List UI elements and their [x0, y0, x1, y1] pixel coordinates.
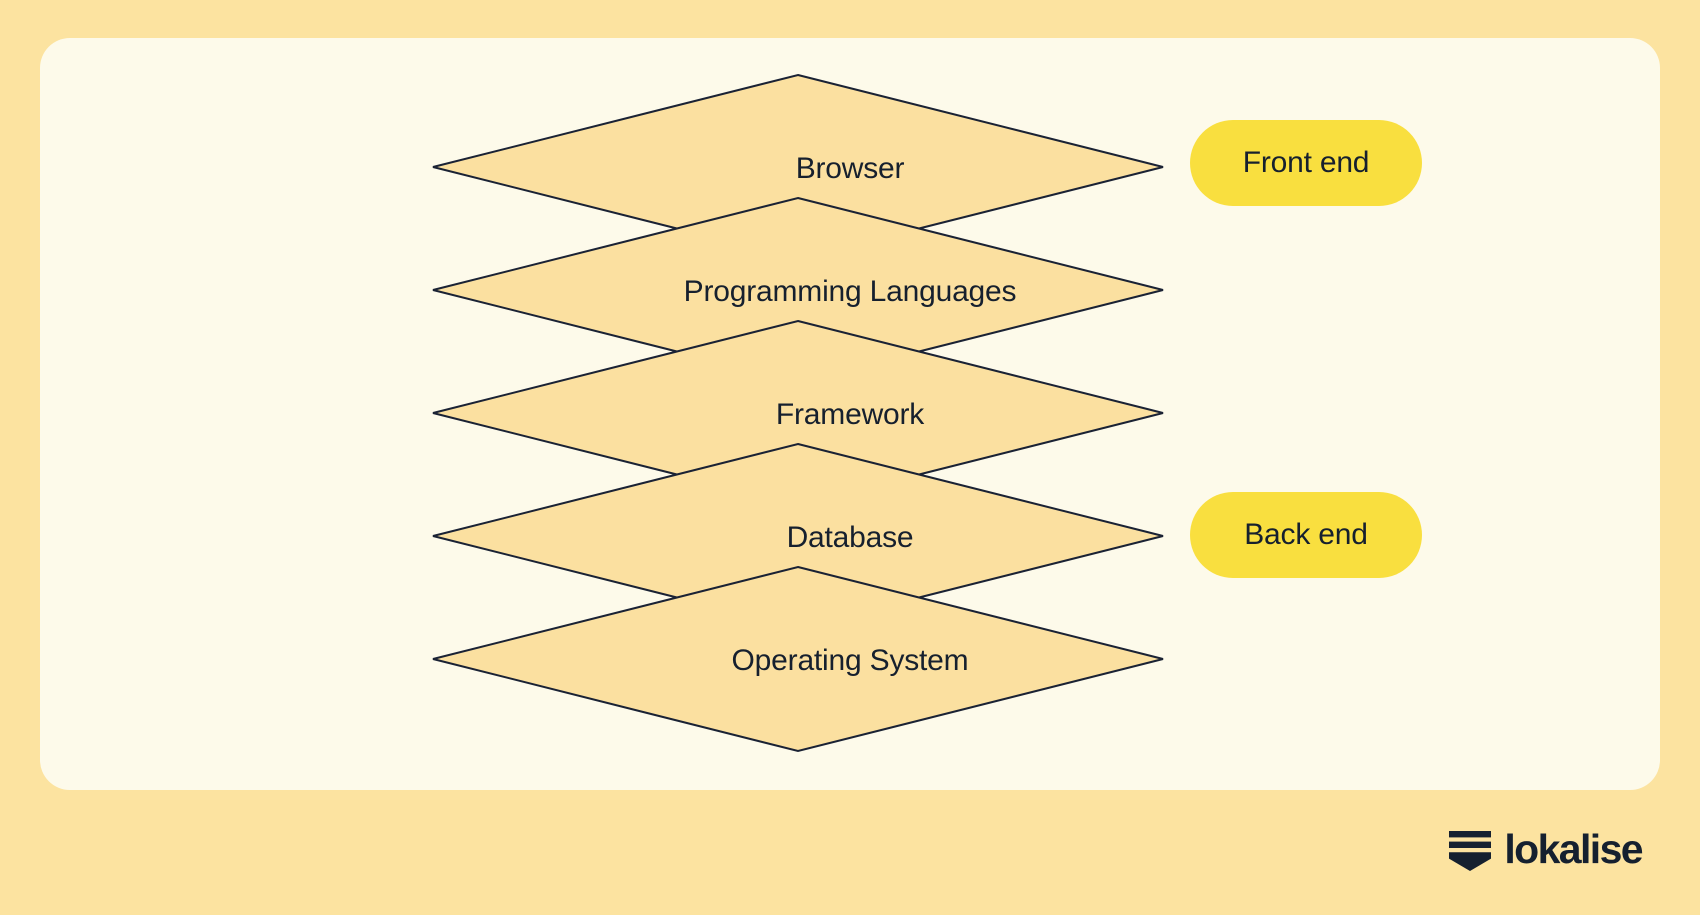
- layer-label-framework: Framework: [775, 398, 925, 431]
- layer-label-browser: Browser: [795, 152, 905, 185]
- layer-label-database: Database: [786, 521, 914, 554]
- badge-front-end-label: Front end: [1242, 146, 1370, 179]
- layer-label-programming-languages: Programming Languages: [683, 275, 1017, 308]
- stacked-bars-chevron-icon: [1449, 831, 1492, 871]
- badge-back-end-label: Back end: [1244, 518, 1368, 551]
- layer-shape-operating-system: [432, 565, 1164, 753]
- badge-back-end: Back end: [1190, 492, 1422, 578]
- brand-name: lokalise: [1504, 826, 1643, 872]
- brand-logo: lokalise: [1449, 826, 1644, 875]
- badge-front-end: Front end: [1190, 120, 1422, 206]
- layer-label-operating-system: Operating System: [731, 644, 969, 677]
